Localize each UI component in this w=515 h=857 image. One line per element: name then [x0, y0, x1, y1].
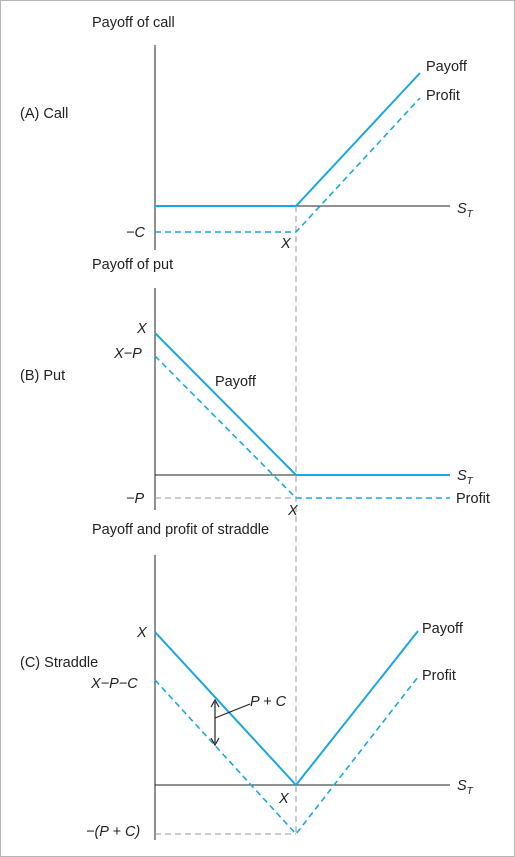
straddle-profit-line: [154, 676, 419, 836]
call-neg-c-label: −C: [126, 225, 145, 241]
put-st-label: ST: [457, 468, 474, 487]
call-x-label: X: [280, 236, 292, 252]
put-profit-label: Profit: [456, 491, 490, 507]
put-x-label: X: [287, 503, 299, 519]
put-neg-p-label: −P: [126, 491, 144, 507]
put-panel-label: (B) Put: [20, 368, 65, 384]
straddle-x-label: X: [278, 791, 290, 807]
straddle-st-label: ST: [457, 778, 474, 797]
put-payoff-label: Payoff: [215, 374, 257, 390]
call-legend-payoff: Payoff: [426, 59, 468, 75]
straddle-title: Payoff and profit of straddle: [92, 522, 269, 538]
call-st-label: ST: [457, 201, 474, 220]
straddle-x-level-label: X: [136, 625, 148, 641]
straddle-p-plus-c-label: P + C: [250, 694, 287, 710]
straddle-legend-profit: Profit: [422, 668, 456, 684]
panel-call: Payoff of call (A) Call Payoff Profit −C…: [20, 15, 474, 252]
call-title: Payoff of call: [92, 15, 175, 31]
panel-straddle: Payoff and profit of straddle (C) Stradd…: [20, 522, 474, 840]
call-legend-profit: Profit: [426, 88, 460, 104]
straddle-payoff-line: [154, 630, 419, 787]
put-x-level-label: X: [136, 321, 148, 337]
straddle-x-minus-p-minus-c-label: X−P−C: [90, 676, 138, 692]
straddle-panel-label: (C) Straddle: [20, 655, 98, 671]
straddle-legend-payoff: Payoff: [422, 621, 464, 637]
p-plus-c-arrow: [210, 698, 251, 747]
call-payoff-line: [155, 72, 421, 207]
put-payoff-line: [154, 332, 450, 476]
put-title: Payoff of put: [92, 257, 173, 273]
put-x-minus-p-label: X−P: [113, 346, 142, 362]
panel-put: Payoff of put (B) Put X X−P Payoff −P X …: [20, 257, 490, 519]
call-panel-label: (A) Call: [20, 106, 68, 122]
call-profit-line: [155, 97, 421, 233]
straddle-neg-p-plus-c-label: −(P + C): [86, 824, 140, 840]
